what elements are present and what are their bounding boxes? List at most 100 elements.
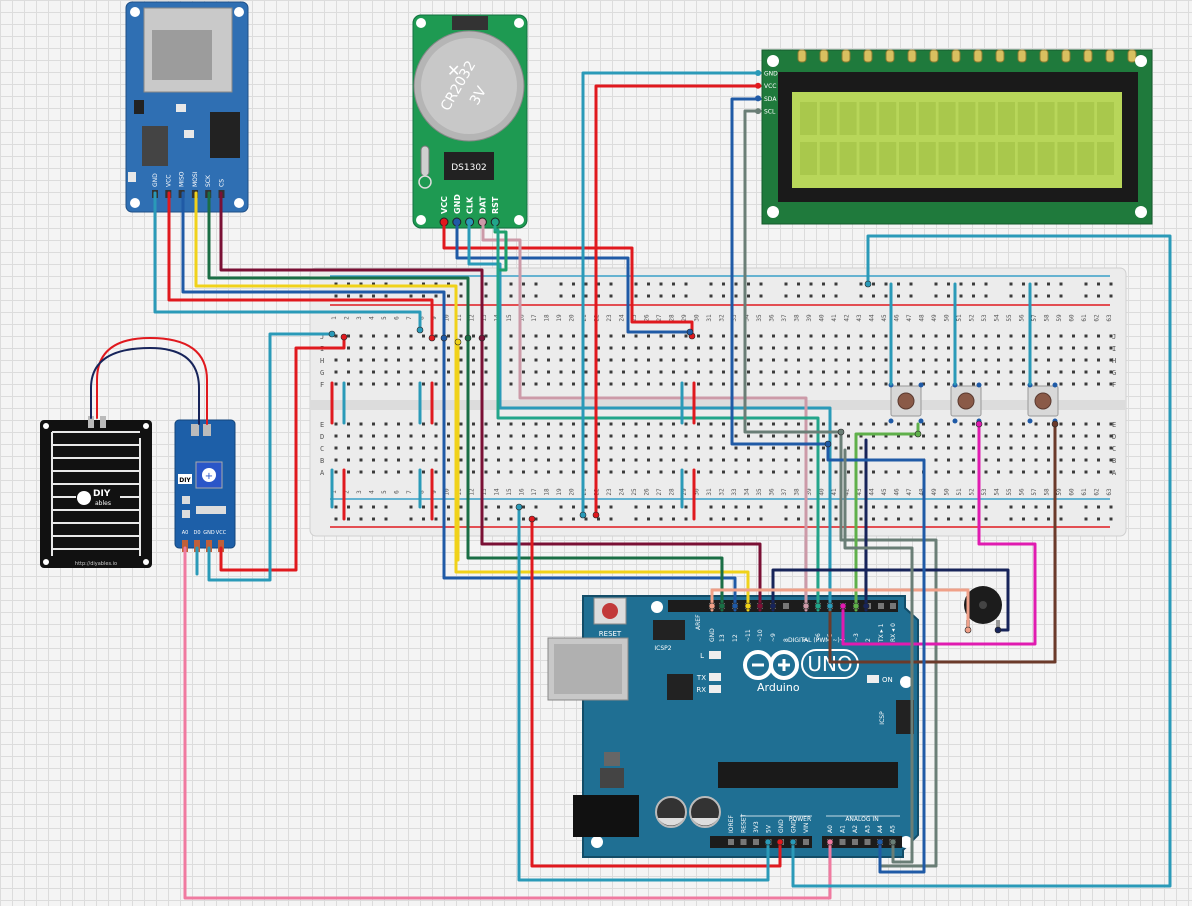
breadboard-hole[interactable] bbox=[747, 346, 750, 350]
breadboard-hole[interactable] bbox=[997, 370, 1000, 374]
power-rail-hole[interactable] bbox=[984, 505, 988, 509]
breadboard-hole[interactable] bbox=[472, 470, 475, 474]
breadboard-hole[interactable] bbox=[834, 346, 838, 350]
power-rail-hole[interactable] bbox=[822, 505, 825, 509]
power-rail-hole[interactable] bbox=[959, 282, 963, 286]
breadboard-hole[interactable] bbox=[884, 470, 888, 474]
breadboard-hole[interactable] bbox=[409, 382, 413, 386]
breadboard-hole[interactable] bbox=[809, 358, 813, 362]
breadboard-hole[interactable] bbox=[609, 470, 613, 474]
breadboard-hole[interactable] bbox=[934, 470, 938, 474]
breadboard-hole[interactable] bbox=[372, 458, 375, 462]
breadboard-hole[interactable] bbox=[447, 346, 450, 350]
breadboard-hole[interactable] bbox=[1009, 422, 1013, 426]
breadboard-hole[interactable] bbox=[672, 358, 675, 362]
breadboard-hole[interactable] bbox=[434, 434, 438, 438]
breadboard-hole[interactable] bbox=[647, 382, 650, 386]
breadboard-hole[interactable] bbox=[509, 470, 513, 474]
breadboard-hole[interactable] bbox=[872, 346, 875, 350]
wire-endpoint[interactable] bbox=[464, 334, 472, 342]
power-rail-hole[interactable] bbox=[709, 294, 713, 298]
breadboard-hole[interactable] bbox=[547, 446, 550, 450]
power-rail-hole[interactable] bbox=[409, 294, 413, 298]
power-rail-hole[interactable] bbox=[534, 294, 538, 298]
analog-pin[interactable] bbox=[864, 839, 871, 845]
power-rail-hole[interactable] bbox=[1034, 294, 1038, 298]
breadboard-hole[interactable] bbox=[1034, 422, 1038, 426]
breadboard-hole[interactable] bbox=[809, 422, 813, 426]
breadboard-hole[interactable] bbox=[822, 346, 825, 350]
breadboard-hole[interactable] bbox=[609, 422, 613, 426]
power-rail-hole[interactable] bbox=[609, 282, 613, 286]
power-rail-hole[interactable] bbox=[609, 505, 613, 509]
breadboard-hole[interactable] bbox=[622, 446, 625, 450]
breadboard-hole[interactable] bbox=[884, 422, 888, 426]
wire-endpoint[interactable] bbox=[814, 602, 822, 610]
power-rail-hole[interactable] bbox=[822, 282, 825, 286]
breadboard-hole[interactable] bbox=[1022, 334, 1025, 338]
breadboard-hole[interactable] bbox=[872, 434, 875, 438]
breadboard-hole[interactable] bbox=[584, 434, 588, 438]
breadboard-hole[interactable] bbox=[884, 334, 888, 338]
breadboard-hole[interactable] bbox=[859, 382, 863, 386]
breadboard-hole[interactable] bbox=[422, 470, 425, 474]
breadboard-hole[interactable] bbox=[1097, 422, 1100, 426]
breadboard-hole[interactable] bbox=[384, 422, 388, 426]
power-rail-hole[interactable] bbox=[434, 517, 438, 521]
power-rail-hole[interactable] bbox=[734, 505, 738, 509]
breadboard-hole[interactable] bbox=[559, 434, 563, 438]
breadboard-hole[interactable] bbox=[747, 434, 750, 438]
power-rail-hole[interactable] bbox=[809, 505, 813, 509]
breadboard-hole[interactable] bbox=[1072, 358, 1075, 362]
power-rail-hole[interactable] bbox=[459, 505, 463, 509]
breadboard-hole[interactable] bbox=[834, 446, 838, 450]
breadboard-hole[interactable] bbox=[784, 358, 788, 362]
breadboard-hole[interactable] bbox=[347, 370, 350, 374]
power-pin[interactable] bbox=[740, 839, 747, 845]
breadboard-hole[interactable] bbox=[447, 446, 450, 450]
breadboard-hole[interactable] bbox=[859, 346, 863, 350]
breadboard-hole[interactable] bbox=[947, 358, 950, 362]
breadboard-hole[interactable] bbox=[672, 434, 675, 438]
breadboard-hole[interactable] bbox=[972, 434, 975, 438]
breadboard-hole[interactable] bbox=[659, 370, 663, 374]
breadboard-hole[interactable] bbox=[584, 422, 588, 426]
breadboard-hole[interactable] bbox=[897, 434, 900, 438]
wire-endpoint[interactable] bbox=[839, 602, 847, 610]
power-rail-hole[interactable] bbox=[859, 294, 863, 298]
breadboard-hole[interactable] bbox=[534, 358, 538, 362]
wire-endpoint[interactable] bbox=[756, 602, 764, 610]
breadboard-hole[interactable] bbox=[334, 382, 338, 386]
breadboard-hole[interactable] bbox=[547, 422, 550, 426]
breadboard-hole[interactable] bbox=[709, 458, 713, 462]
breadboard-hole[interactable] bbox=[847, 470, 850, 474]
breadboard-hole[interactable] bbox=[347, 470, 350, 474]
breadboard-hole[interactable] bbox=[659, 422, 663, 426]
breadboard-hole[interactable] bbox=[697, 370, 700, 374]
power-rail-hole[interactable] bbox=[372, 517, 375, 521]
breadboard-hole[interactable] bbox=[597, 458, 600, 462]
breadboard-hole[interactable] bbox=[784, 422, 788, 426]
breadboard-hole[interactable] bbox=[422, 382, 425, 386]
breadboard-hole[interactable] bbox=[1022, 434, 1025, 438]
breadboard-hole[interactable] bbox=[1084, 358, 1088, 362]
breadboard-hole[interactable] bbox=[384, 370, 388, 374]
breadboard-hole[interactable] bbox=[634, 382, 638, 386]
breadboard-hole[interactable] bbox=[809, 458, 813, 462]
power-rail-hole[interactable] bbox=[447, 282, 450, 286]
breadboard-hole[interactable] bbox=[684, 422, 688, 426]
breadboard-hole[interactable] bbox=[822, 434, 825, 438]
breadboard-hole[interactable] bbox=[672, 370, 675, 374]
breadboard-hole[interactable] bbox=[659, 434, 663, 438]
breadboard-hole[interactable] bbox=[622, 422, 625, 426]
wire-endpoint[interactable] bbox=[852, 602, 860, 610]
breadboard-hole[interactable] bbox=[609, 334, 613, 338]
breadboard-hole[interactable] bbox=[947, 458, 950, 462]
breadboard-hole[interactable] bbox=[622, 458, 625, 462]
breadboard-hole[interactable] bbox=[897, 334, 900, 338]
wire-endpoint[interactable] bbox=[1051, 420, 1059, 428]
breadboard-hole[interactable] bbox=[972, 382, 975, 386]
breadboard-hole[interactable] bbox=[722, 458, 725, 462]
rain-pin[interactable] bbox=[218, 540, 224, 552]
breadboard-hole[interactable] bbox=[922, 370, 925, 374]
